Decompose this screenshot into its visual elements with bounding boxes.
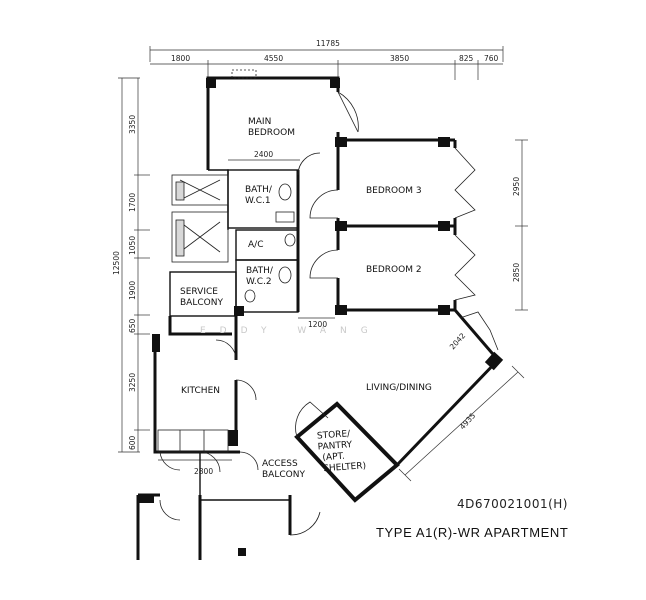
bath2-label-2: W.C.2 — [246, 277, 272, 287]
top-dim-3: 3850 — [390, 54, 409, 63]
left-dim-5: 650 — [128, 318, 137, 333]
corridor-width-label: 1200 — [308, 320, 327, 329]
bath-fixtures — [244, 183, 296, 303]
ac-label: A/C — [248, 240, 263, 250]
service-balcony-label-2: BALCONY — [180, 298, 223, 308]
service-balcony-label-1: SERVICE — [180, 287, 218, 297]
store-label-3: (APT. — [322, 452, 345, 464]
bath2-label-1: BATH/ — [246, 266, 274, 276]
store-label-1: STORE/ — [317, 429, 352, 441]
left-dim-1: 3350 — [128, 115, 137, 134]
bath1-label-1: BATH/ — [245, 185, 273, 195]
right-dim-1: 2950 — [512, 177, 521, 196]
top-dim-4: 825 — [459, 54, 474, 63]
dimension-lines — [118, 46, 528, 482]
left-dim-7: 600 — [128, 435, 137, 450]
bath1-label-2: W.C.1 — [245, 196, 271, 206]
top-dim-1: 1800 — [171, 54, 190, 63]
structural-columns — [138, 78, 504, 556]
plan-title: TYPE A1(R)-WR APARTMENT — [376, 525, 568, 540]
left-dim-6: 3250 — [128, 373, 137, 392]
left-dim-4: 1900 — [128, 281, 137, 300]
diag-short-label: 2042 — [448, 331, 468, 351]
diag-long-label: 4935 — [458, 411, 478, 431]
main-bedroom-label-2: BEDROOM — [248, 128, 295, 138]
top-dim-2: 4550 — [264, 54, 283, 63]
bedroom3-label: BEDROOM 3 — [366, 186, 422, 196]
left-dim-2: 1700 — [128, 193, 137, 212]
living-dining-label: LIVING/DINING — [366, 383, 432, 393]
left-total-label: 12500 — [112, 251, 121, 275]
access-balcony-label-2: BALCONY — [262, 470, 305, 480]
store-label-4: SHELTER) — [323, 461, 366, 474]
right-dim-2: 2850 — [512, 263, 521, 282]
drawing-code: 4D670021001(H) — [457, 497, 568, 511]
dimension-labels: 11785 1800 4550 3850 825 760 12500 3350 … — [112, 39, 521, 476]
top-dim-5: 760 — [484, 54, 499, 63]
kitchen-label: KITCHEN — [181, 386, 220, 396]
store-label-2: PANTRY — [317, 440, 353, 452]
access-balcony-label-1: ACCESS — [262, 459, 298, 469]
bedroom2-label: BEDROOM 2 — [366, 265, 422, 275]
bottom-dim-label: 2800 — [194, 467, 213, 476]
room-labels: MAIN BEDROOM BATH/ W.C.1 A/C BATH/ W.C.2… — [180, 117, 432, 480]
overall-width-label: 11785 — [316, 39, 340, 48]
service-shafts — [171, 174, 229, 263]
left-dim-3: 1050 — [128, 236, 137, 255]
main-bedroom-label-1: MAIN — [248, 117, 271, 127]
watermark: EDDY WANG — [200, 326, 382, 336]
walls — [136, 76, 500, 560]
bath-width-label: 2400 — [254, 150, 273, 159]
doors-windows — [157, 69, 499, 536]
